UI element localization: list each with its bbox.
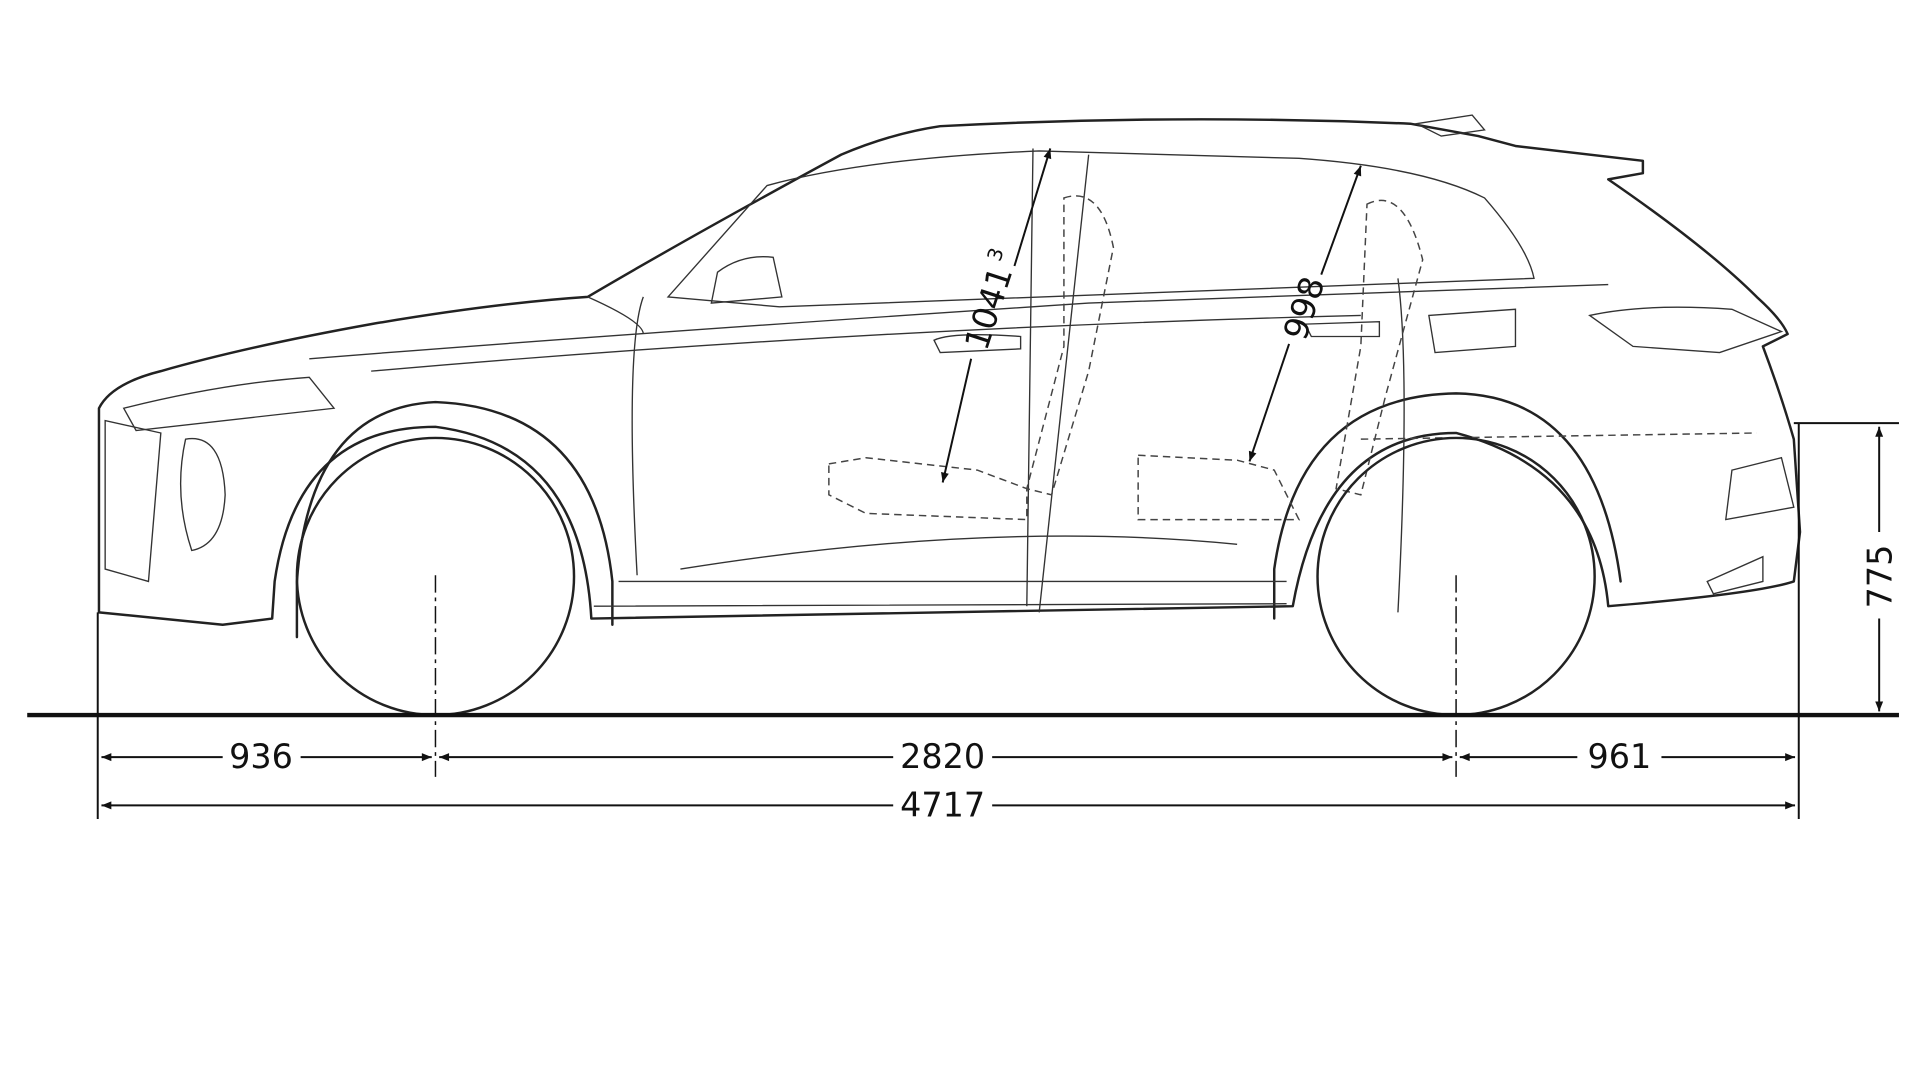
rear-overhang-label: 961 — [1588, 737, 1652, 776]
dimension-rear-headroom: 998 — [1248, 165, 1362, 462]
dimension-rear-height: 775 — [1861, 426, 1900, 712]
wheelbase-label: 2820 — [900, 737, 985, 776]
extension-lines — [96, 422, 1899, 819]
dimension-front-headroom: 1041 3 — [941, 148, 1052, 483]
front-overhang-label: 936 — [229, 737, 293, 776]
front-headroom-footnote: 3 — [983, 245, 1009, 264]
overall-length-label: 4717 — [900, 785, 985, 824]
dimension-rear-overhang: 961 — [1459, 737, 1796, 776]
car-outline — [97, 114, 1802, 639]
rear-height-label: 775 — [1861, 545, 1900, 609]
dimension-overall-length: 4717 — [101, 785, 1796, 824]
dimension-front-overhang: 936 — [101, 737, 432, 776]
rear-headroom-label: 998 — [1276, 272, 1333, 345]
dimension-wheelbase: 2820 — [439, 737, 1453, 776]
